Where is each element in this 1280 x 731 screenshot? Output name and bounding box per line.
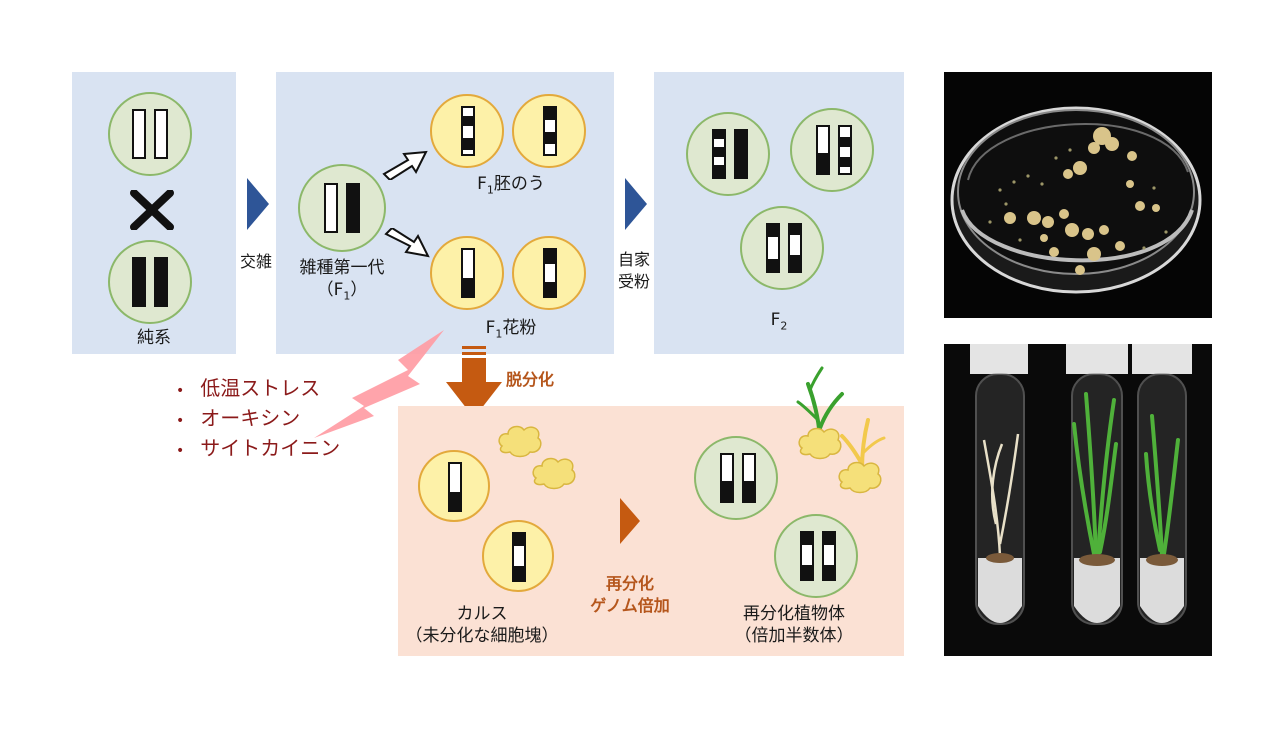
callus-icon xyxy=(532,457,576,490)
embryo-sac-sub: 1 xyxy=(486,183,494,197)
redifferentiation-label: 再分化 xyxy=(605,574,654,593)
stress-item-text: 低温ストレス xyxy=(200,376,321,400)
f2-cell xyxy=(740,206,824,290)
chromosome-banded xyxy=(816,125,830,175)
f2-label: F2 xyxy=(654,310,904,333)
stress-list: •低温ストレス •オーキシン •サイトカイニン xyxy=(176,376,340,466)
f2-panel: F2 xyxy=(654,72,904,354)
sprout-icon xyxy=(796,366,844,460)
callus-cell xyxy=(482,520,554,592)
pollen-cell xyxy=(512,236,586,310)
pollen-label: F1花粉 xyxy=(446,318,576,341)
chromosome-banded xyxy=(712,129,726,179)
regenerated-cell xyxy=(694,436,778,520)
self-pollination-label-1: 自家 xyxy=(617,250,650,269)
hollow-arrow-icon xyxy=(382,150,428,180)
pure-line-panel: 純系 xyxy=(72,72,236,354)
f1-panel: 雑種第一代 （F1） F1胚のう F1花粉 xyxy=(276,72,614,354)
embryo-sac-cell xyxy=(512,94,586,168)
regenerated-plant-label: 再分化植物体 xyxy=(743,604,845,624)
chromosome-banded xyxy=(448,462,462,512)
pure-line-white-cell xyxy=(108,92,192,176)
chromosome-banded xyxy=(512,532,526,582)
f2-sub: 2 xyxy=(780,319,788,333)
embryo-sac-cell xyxy=(430,94,504,168)
callus-label: カルス xyxy=(456,604,508,624)
genome-doubling-label: ゲノム倍加 xyxy=(590,596,670,615)
embryo-sac-label: F1胚のう xyxy=(436,174,586,197)
chromosome-banded xyxy=(838,125,852,175)
pure-line-label: 純系 xyxy=(137,328,171,348)
f1-paren-label: （F1） xyxy=(282,280,402,303)
chromosome-banded xyxy=(788,223,802,273)
chromosome-black xyxy=(154,257,168,307)
self-pollination-arrow-icon xyxy=(625,178,647,230)
chromosome-banded xyxy=(742,453,756,503)
chromosome-black xyxy=(734,129,748,179)
chromosome-white xyxy=(154,109,168,159)
stress-item-text: オーキシン xyxy=(200,406,301,430)
sprout-icon xyxy=(838,418,886,494)
callus-desc-label: （未分化な細胞塊） xyxy=(405,626,559,646)
regenerated-cell xyxy=(774,514,858,598)
stress-item-text: サイトカイニン xyxy=(200,436,341,460)
pollen-pre: F xyxy=(485,318,496,338)
chromosome-black xyxy=(132,257,146,307)
callus-icon xyxy=(498,425,542,458)
pure-line-black-cell xyxy=(108,240,192,324)
stress-item: •低温ストレス xyxy=(176,376,321,400)
test-tube-photo xyxy=(944,344,1212,656)
pollen-cell xyxy=(430,236,504,310)
petri-dish-photo xyxy=(944,72,1212,318)
chromosome-banded xyxy=(800,531,814,581)
stress-item: •サイトカイニン xyxy=(176,436,341,460)
chromosome-banded xyxy=(461,106,475,156)
f2-cell xyxy=(686,112,770,196)
cross-arrow-icon xyxy=(247,178,269,230)
chromosome-banded xyxy=(720,453,734,503)
cross-label: 交雑 xyxy=(239,252,272,271)
f1-name-label: 雑種第一代 xyxy=(299,258,385,278)
stress-item: •オーキシン xyxy=(176,406,301,430)
pollen-text: 花粉 xyxy=(502,318,537,338)
chromosome-banded xyxy=(822,531,836,581)
redifferentiation-arrow-icon xyxy=(620,498,640,544)
chromosome-banded xyxy=(461,248,475,298)
pollen-sub: 1 xyxy=(495,327,503,341)
callus-cell xyxy=(418,450,490,522)
chromosome-white xyxy=(132,109,146,159)
hollow-arrow-icon xyxy=(384,228,430,258)
self-pollination-label-2: 受粉 xyxy=(617,272,650,291)
f1-paren-close: ） xyxy=(350,280,368,300)
chromosome-banded xyxy=(543,106,557,156)
dedifferentiation-label: 脱分化 xyxy=(506,370,555,389)
lightning-icon xyxy=(314,330,444,438)
f2-cell xyxy=(790,108,874,192)
dedifferentiation-arrow-icon xyxy=(446,346,502,418)
f1-cell xyxy=(298,164,386,252)
chromosome-black xyxy=(346,183,360,233)
f2-pre: F xyxy=(770,310,781,330)
doubled-haploid-label: （倍加半数体） xyxy=(734,626,854,646)
cross-icon xyxy=(130,190,174,230)
f1-paren-sub: 1 xyxy=(343,289,351,303)
embryo-sac-text: 胚のう xyxy=(493,174,545,194)
culture-panel: カルス （未分化な細胞塊） 再分化 ゲノム倍加 xyxy=(398,366,904,656)
chromosome-banded xyxy=(543,248,557,298)
f1-paren-open: （F xyxy=(316,280,344,300)
embryo-sac-pre: F xyxy=(477,174,487,194)
chromosome-white xyxy=(324,183,338,233)
chromosome-banded xyxy=(766,223,780,273)
